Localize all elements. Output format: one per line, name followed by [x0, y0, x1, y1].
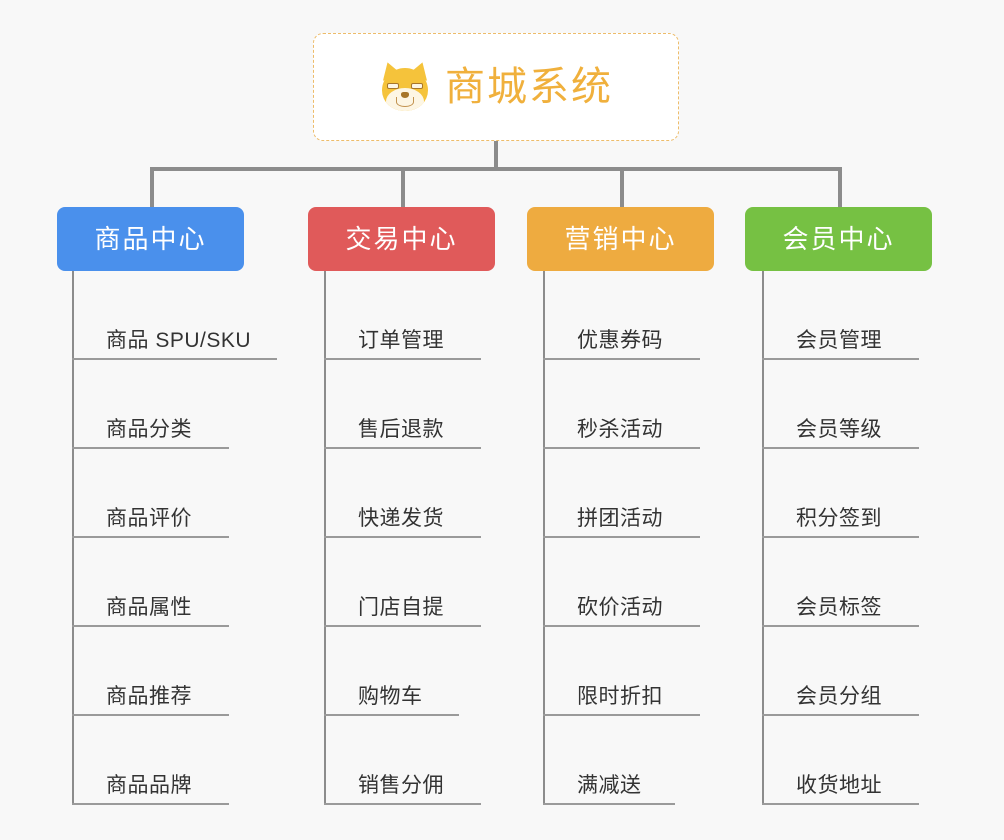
connector-horizontal-bus — [150, 167, 840, 171]
leaf-item-label: 满减送 — [577, 774, 642, 797]
connector-root-stem — [494, 141, 498, 169]
category-box-2[interactable]: 交易中心 — [308, 207, 495, 271]
category-label: 交易中心 — [345, 224, 458, 254]
leaf-item-label: 销售分佣 — [358, 774, 444, 797]
leaf-item[interactable]: 商品品牌 — [72, 716, 229, 805]
leaf-item-label: 门店自提 — [358, 596, 444, 619]
leaf-item-label: 商品推荐 — [106, 685, 192, 708]
dog-head-icon — [382, 68, 428, 111]
dog-eye-left-icon — [387, 83, 399, 89]
leaf-item[interactable]: 商品推荐 — [72, 627, 229, 716]
leaf-item[interactable]: 订单管理 — [324, 271, 481, 360]
category-label: 商品中心 — [94, 224, 207, 254]
category-label: 会员中心 — [782, 224, 895, 254]
leaf-item[interactable]: 快递发货 — [324, 449, 481, 538]
leaf-item-label: 会员分组 — [796, 685, 882, 708]
leaf-item-label: 售后退款 — [358, 418, 444, 441]
leaf-item-label: 商品 SPU/SKU — [106, 329, 252, 352]
leaf-item-label: 秒杀活动 — [577, 418, 663, 441]
leaf-item[interactable]: 限时折扣 — [543, 627, 700, 716]
category-box-1[interactable]: 商品中心 — [57, 207, 244, 271]
leaf-item-label: 快递发货 — [358, 507, 444, 530]
dog-eye-right-icon — [411, 83, 423, 89]
dog-mouth-icon — [396, 97, 414, 107]
root-node-mall-system[interactable]: 商城系统 — [313, 33, 679, 141]
connector-drop-1 — [150, 167, 154, 207]
leaf-item[interactable]: 商品分类 — [72, 360, 229, 449]
leaf-item-label: 商品属性 — [106, 596, 192, 619]
leaf-item-label: 会员标签 — [796, 596, 882, 619]
connector-drop-3 — [620, 167, 624, 207]
connector-drop-4 — [838, 167, 842, 207]
column-spine — [72, 271, 74, 805]
leaf-item[interactable]: 砍价活动 — [543, 538, 700, 627]
leaf-item[interactable]: 商品属性 — [72, 538, 229, 627]
leaf-item-label: 订单管理 — [358, 329, 444, 352]
category-box-3[interactable]: 营销中心 — [527, 207, 714, 271]
leaf-item-label: 砍价活动 — [577, 596, 663, 619]
leaf-item[interactable]: 购物车 — [324, 627, 459, 716]
leaf-item-label: 商品分类 — [106, 418, 192, 441]
leaf-item[interactable]: 商品评价 — [72, 449, 229, 538]
category-box-4[interactable]: 会员中心 — [745, 207, 932, 271]
leaf-item-label: 收货地址 — [796, 774, 882, 797]
dog-nose-icon — [401, 92, 409, 98]
leaf-item[interactable]: 会员等级 — [762, 360, 919, 449]
leaf-item-label: 购物车 — [358, 685, 423, 708]
connector-drop-2 — [401, 167, 405, 207]
leaf-item[interactable]: 销售分佣 — [324, 716, 481, 805]
leaf-item[interactable]: 收货地址 — [762, 716, 919, 805]
leaf-item[interactable]: 优惠券码 — [543, 271, 700, 360]
leaf-item-label: 限时折扣 — [577, 685, 663, 708]
leaf-item[interactable]: 门店自提 — [324, 538, 481, 627]
leaf-item-label: 商品评价 — [106, 507, 192, 530]
leaf-item[interactable]: 秒杀活动 — [543, 360, 700, 449]
shiba-dog-face-icon — [378, 59, 432, 112]
leaf-item[interactable]: 会员标签 — [762, 538, 919, 627]
leaf-item-label: 积分签到 — [796, 507, 882, 530]
leaf-item[interactable]: 会员管理 — [762, 271, 919, 360]
leaf-item[interactable]: 积分签到 — [762, 449, 919, 538]
leaf-item[interactable]: 拼团活动 — [543, 449, 700, 538]
leaf-item[interactable]: 满减送 — [543, 716, 675, 805]
leaf-item-label: 会员管理 — [796, 329, 882, 352]
leaf-item-label: 拼团活动 — [577, 507, 663, 530]
root-node-title: 商城系统 — [445, 65, 613, 109]
leaf-item[interactable]: 会员分组 — [762, 627, 919, 716]
category-label: 营销中心 — [564, 224, 677, 254]
leaf-item-label: 商品品牌 — [106, 774, 192, 797]
leaf-item-label: 会员等级 — [796, 418, 882, 441]
column-spine — [543, 271, 545, 805]
leaf-item[interactable]: 商品 SPU/SKU — [72, 271, 277, 360]
leaf-item[interactable]: 售后退款 — [324, 360, 481, 449]
column-spine — [762, 271, 764, 805]
leaf-item-label: 优惠券码 — [577, 329, 663, 352]
column-spine — [324, 271, 326, 805]
